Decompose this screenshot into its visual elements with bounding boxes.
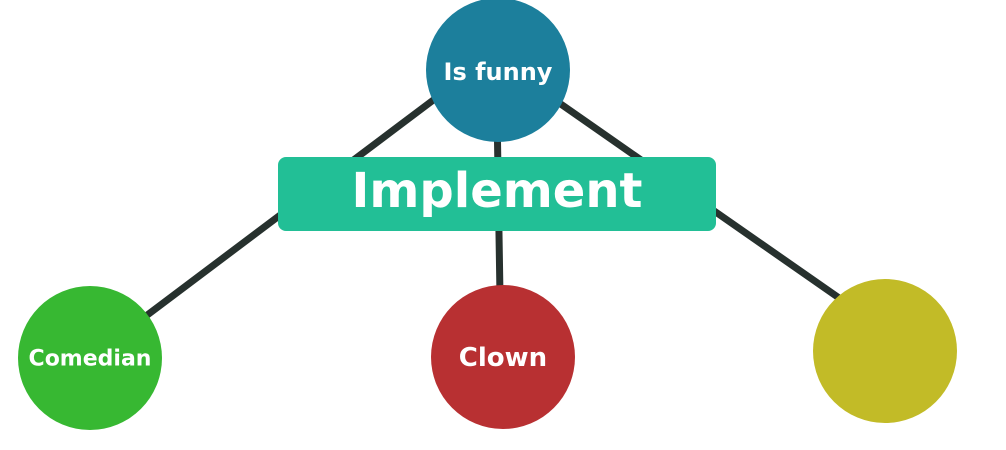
root-node-label: Is funny: [444, 58, 553, 86]
child-node-comedian-label: Comedian: [29, 347, 152, 372]
child-node-third-circle: [813, 279, 957, 423]
implement-banner-box: [278, 157, 716, 231]
implement-banner-label: Implement: [352, 163, 643, 219]
connector-root-to-comedian: [86, 91, 444, 362]
connector-root-to-third-child: [551, 96, 889, 334]
root-node-circle: [426, 0, 570, 142]
child-node-comedian: Comedian: [18, 286, 162, 430]
child-node-clown: Clown: [431, 285, 575, 429]
implement-banner: Implement: [278, 157, 716, 231]
root-node: Is funny: [426, 0, 570, 142]
child-node-clown-label: Clown: [459, 343, 547, 373]
child-node-clown-circle: [431, 285, 575, 429]
child-node-third: [813, 279, 957, 423]
child-node-comedian-circle: [18, 286, 162, 430]
